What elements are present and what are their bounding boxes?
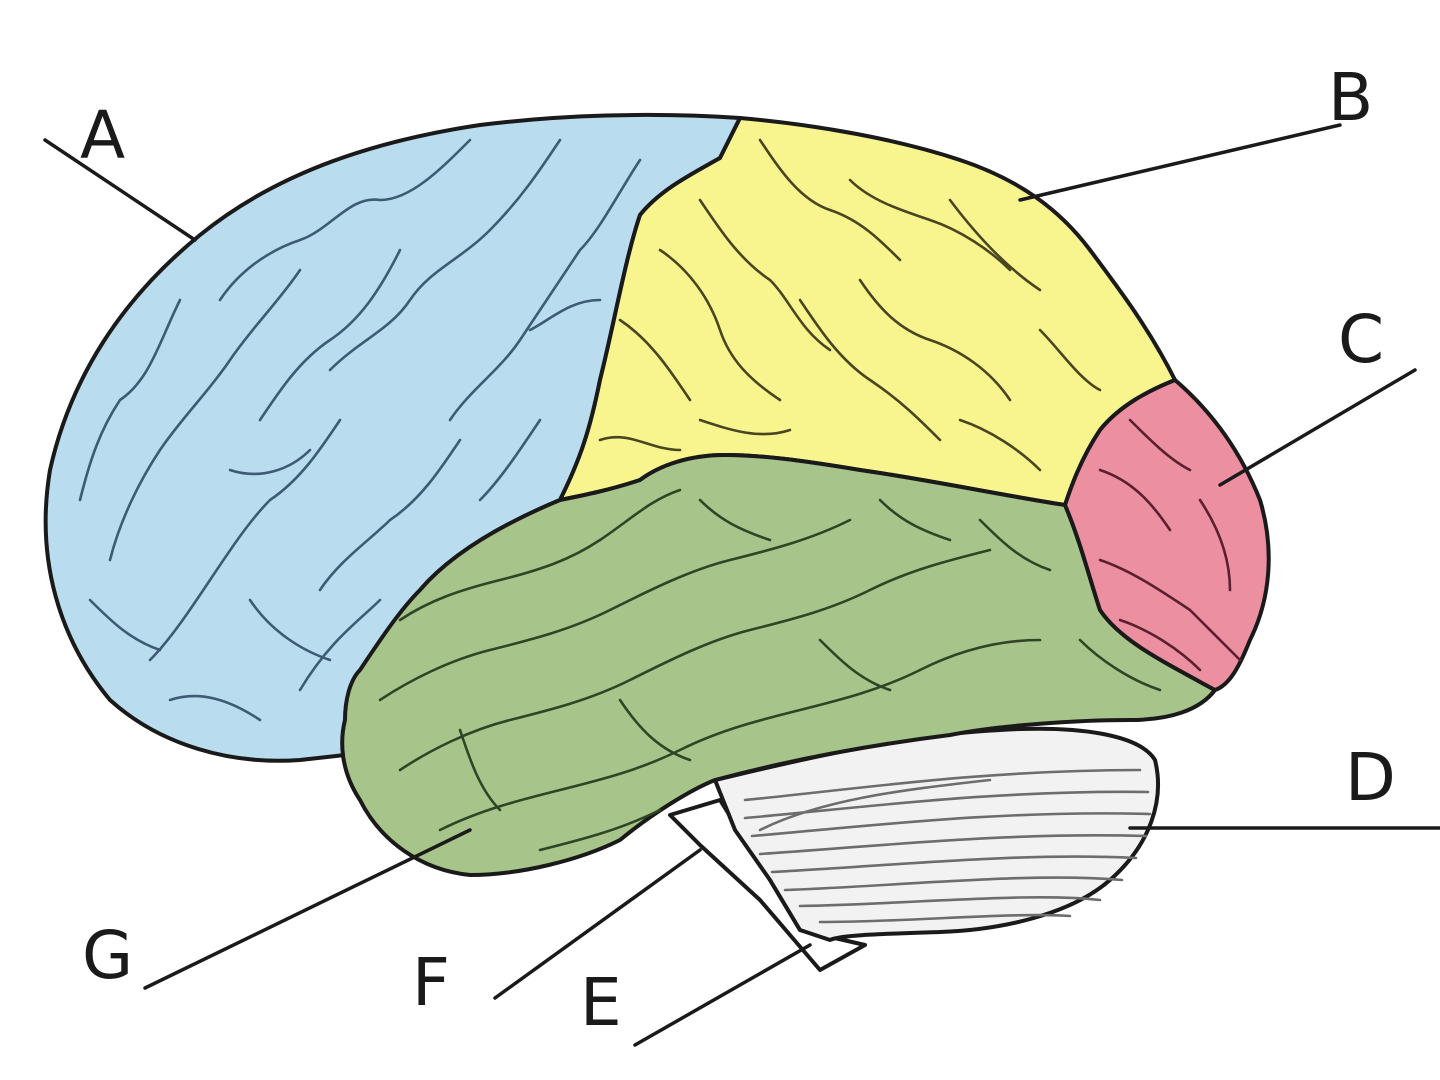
label-d: D: [1345, 739, 1396, 816]
leader-line-e: [633, 943, 812, 1047]
label-c: C: [1338, 301, 1384, 378]
label-e: E: [580, 964, 622, 1041]
leader-line-a: [43, 138, 197, 242]
leader-line-f: [493, 848, 702, 1000]
parietal-lobe: [558, 116, 1177, 507]
label-g: G: [82, 917, 133, 994]
occipital-lobe: [1063, 378, 1271, 692]
leader-line-b: [1018, 123, 1342, 202]
leader-lines: [43, 123, 1440, 1047]
cerebellum: [713, 726, 1160, 942]
labels: A B C D E F G: [80, 59, 1396, 1041]
label-b: B: [1328, 59, 1373, 136]
label-f: F: [412, 944, 450, 1021]
frontal-lobe: [43, 112, 742, 763]
leader-line-c: [1218, 368, 1417, 487]
label-a: A: [80, 97, 125, 174]
leader-line-g: [143, 828, 472, 990]
